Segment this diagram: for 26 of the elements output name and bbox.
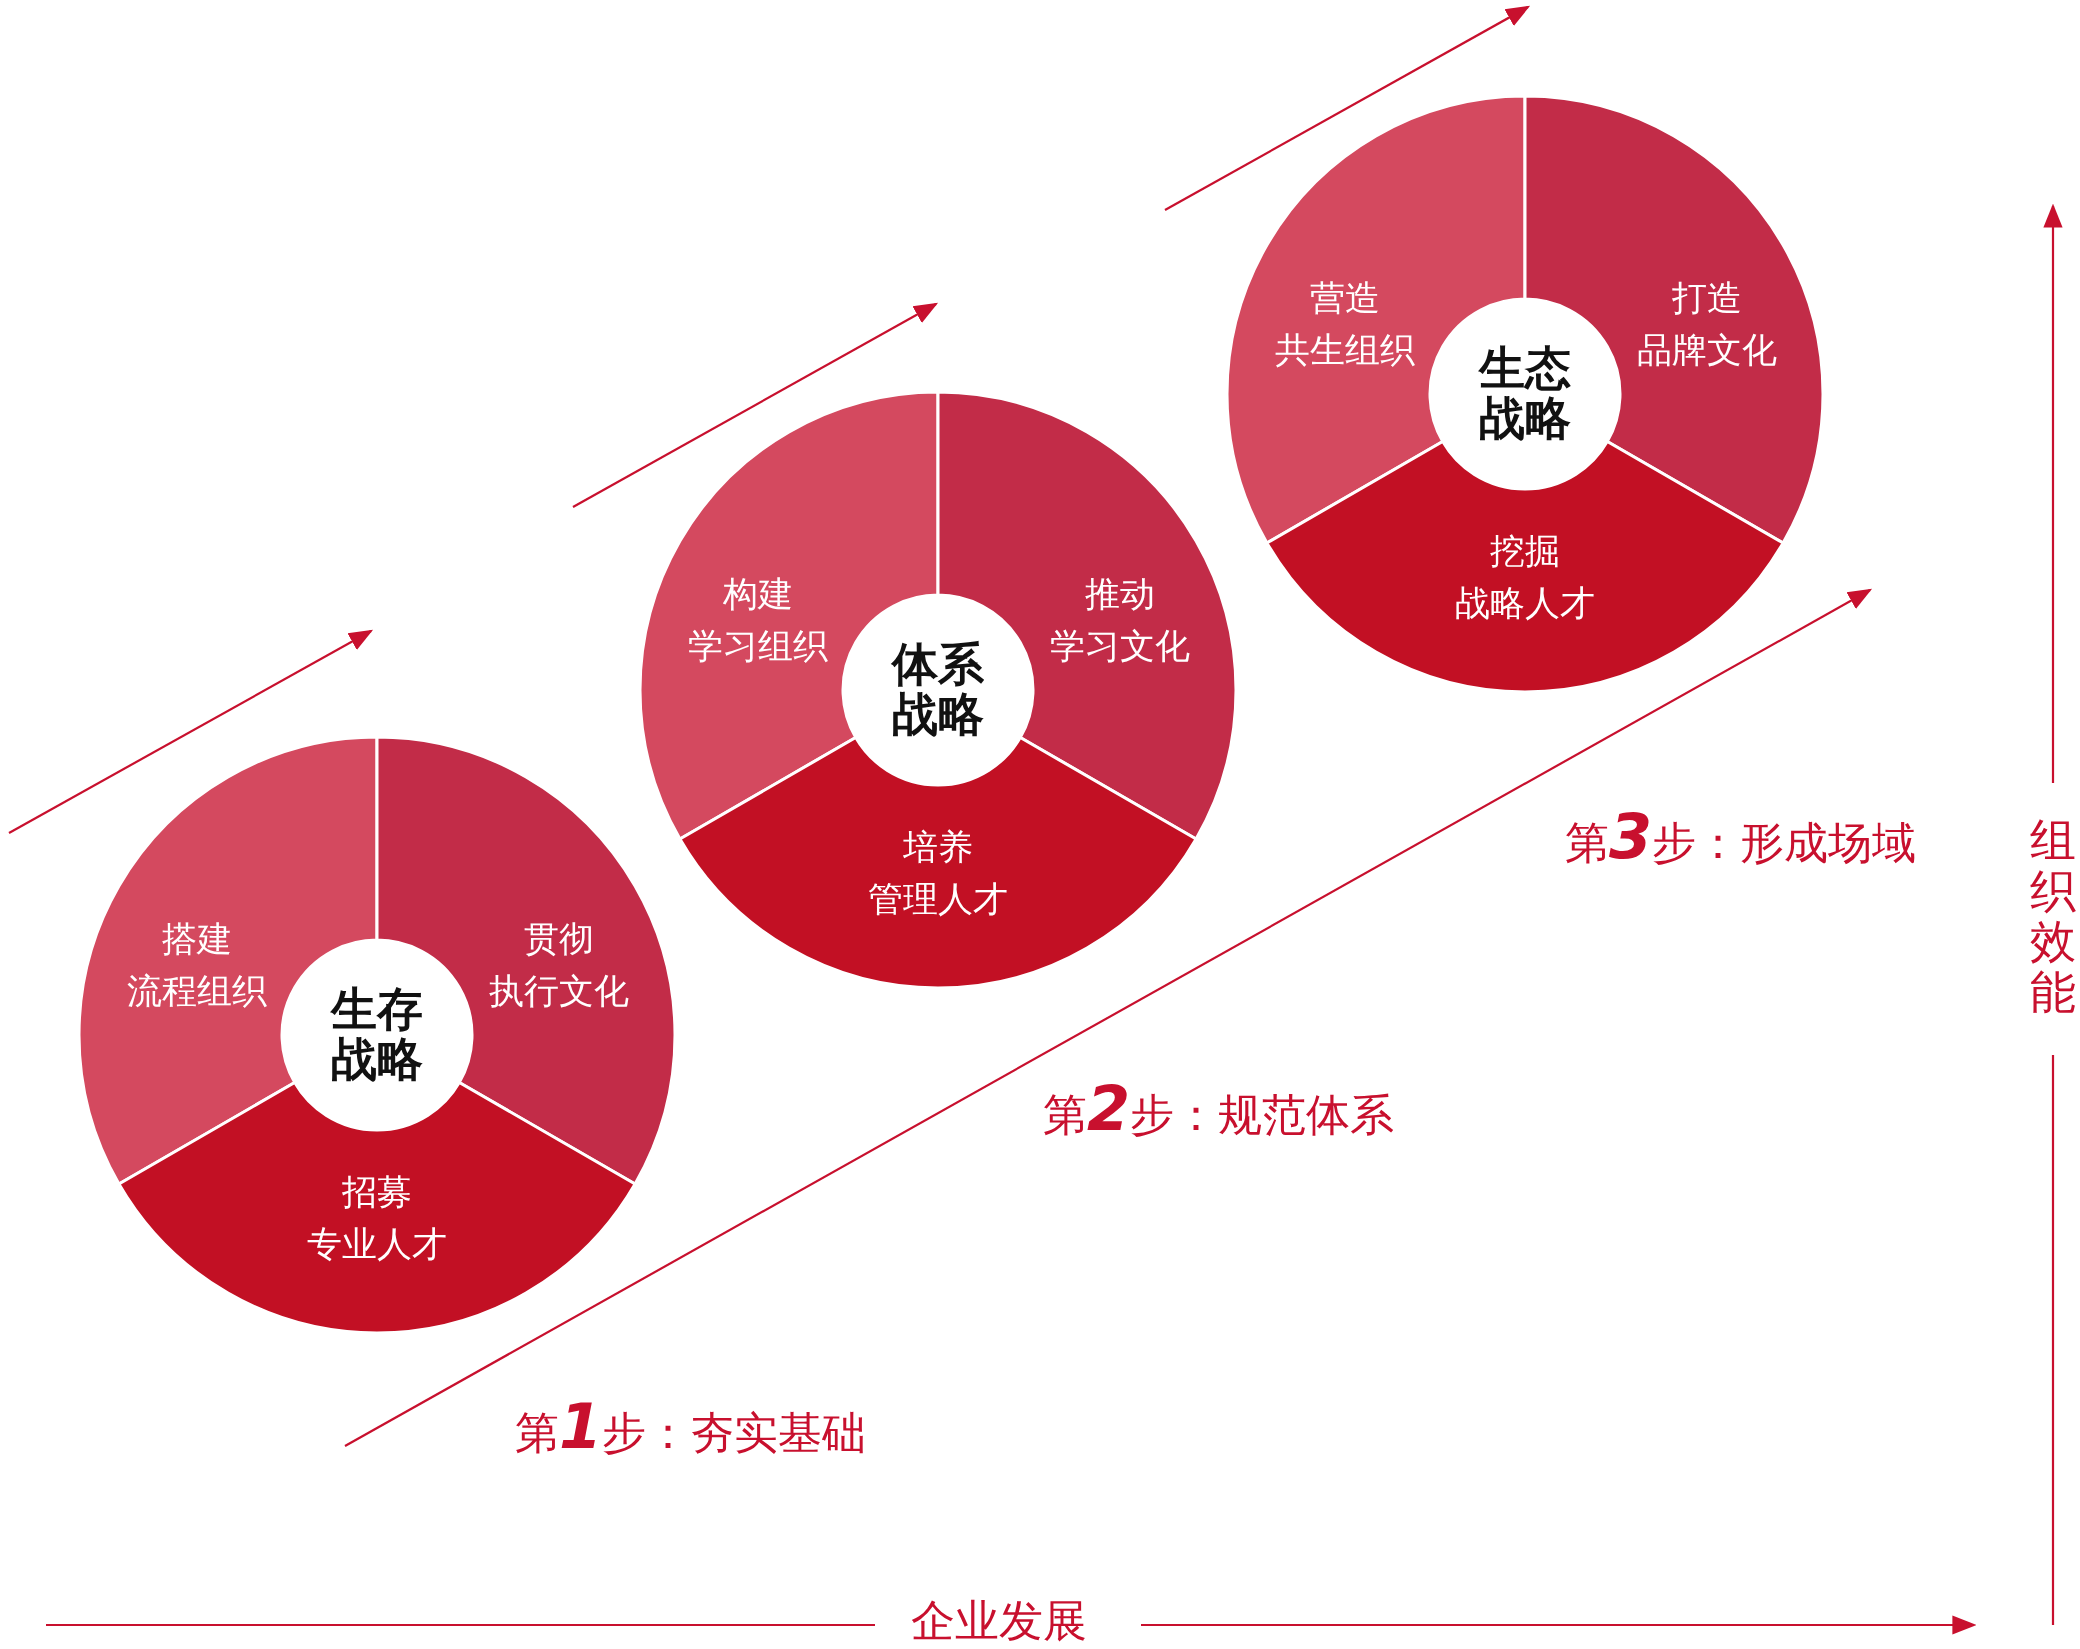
center-label: 生态战略 bbox=[1477, 344, 1572, 444]
slice-label: 挖掘 bbox=[1489, 530, 1561, 573]
slice-label: 打造 bbox=[1671, 277, 1743, 320]
axis-label: 企业发展 bbox=[911, 1594, 1087, 1648]
slice-label: 流程组织 bbox=[127, 970, 267, 1013]
slice-label: 营造 bbox=[1309, 277, 1381, 320]
slice-label: 执行文化 bbox=[489, 970, 629, 1013]
slice-label: 共生组织 bbox=[1275, 329, 1415, 372]
center-label: 生存战略 bbox=[329, 985, 424, 1085]
slice-label: 构建 bbox=[722, 573, 794, 616]
step-label: 第3步：形成场域 bbox=[1565, 800, 1917, 873]
slice-label: 培养 bbox=[902, 826, 974, 869]
slice-label: 搭建 bbox=[161, 918, 233, 961]
slice-label: 学习组织 bbox=[688, 625, 828, 668]
slice-label: 学习文化 bbox=[1050, 625, 1190, 668]
step-label: 第2步：规范体系 bbox=[1043, 1072, 1395, 1145]
axis-label: 组织效能 bbox=[2030, 815, 2076, 1018]
slice-label: 招募 bbox=[341, 1171, 413, 1214]
slice-label: 管理人才 bbox=[868, 878, 1008, 921]
slice-label: 贯彻 bbox=[523, 918, 595, 961]
slice-label: 专业人才 bbox=[307, 1223, 447, 1266]
slice-label: 战略人才 bbox=[1455, 582, 1595, 625]
slice-label: 推动 bbox=[1084, 573, 1156, 616]
center-label: 体系战略 bbox=[890, 640, 985, 740]
slice-label: 品牌文化 bbox=[1637, 329, 1777, 372]
step-label: 第1步：夯实基础 bbox=[515, 1390, 867, 1463]
